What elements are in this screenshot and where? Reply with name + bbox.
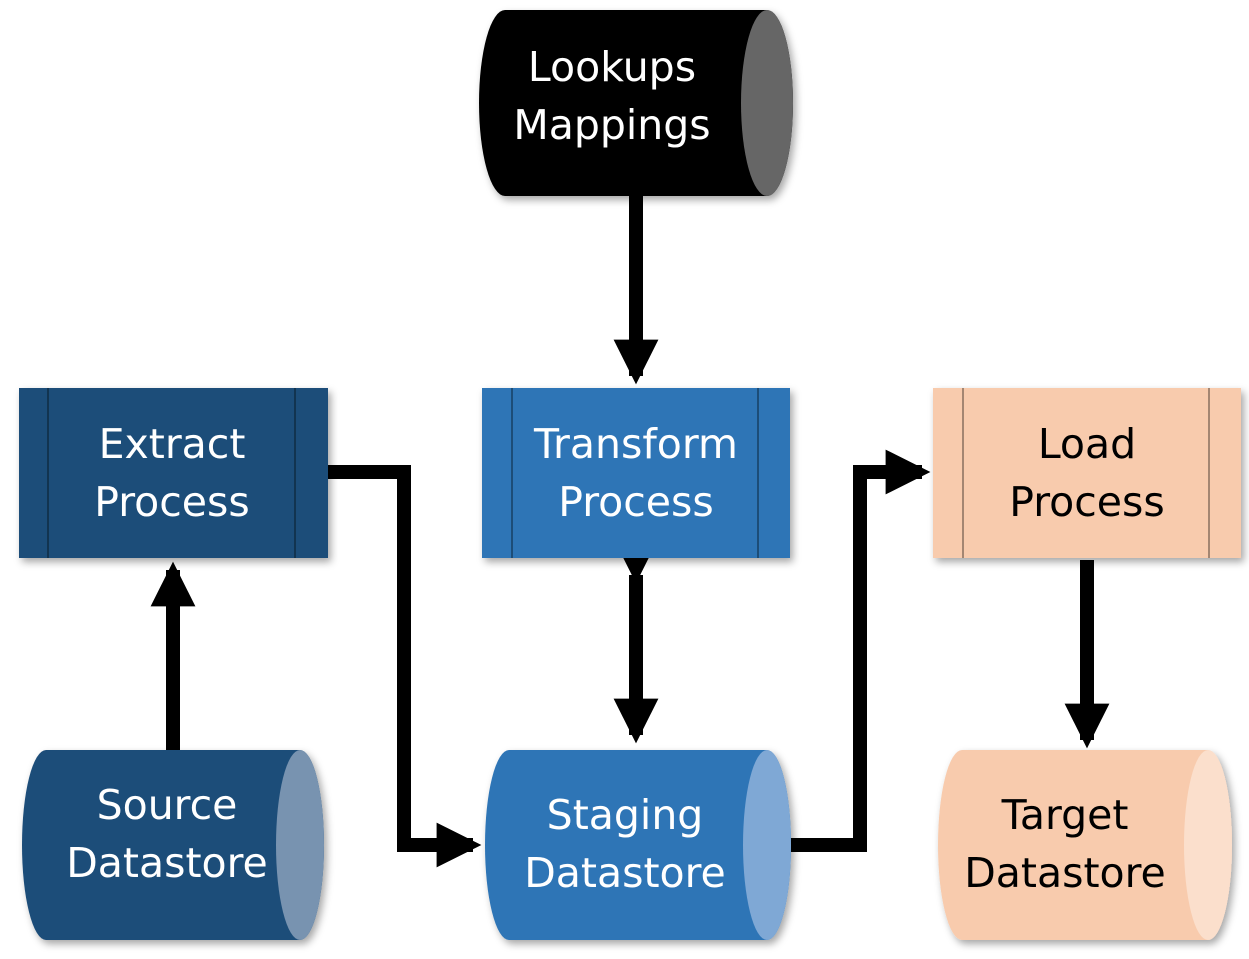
lookups-datastore [479,10,793,196]
source-body [22,750,324,940]
staging-datastore [485,750,791,940]
arrow-extract-to-staging [328,465,482,868]
lookups-label-line2: Mappings [513,101,710,149]
arrow-staging-to-load [790,449,931,852]
staging-end-cap [743,750,791,940]
extract-process [19,388,328,558]
transform-label-line1: Transform [533,420,738,468]
staging-label-line1: Staging [547,791,704,839]
staging-body [485,750,791,940]
staging-label-line2: Datastore [524,849,726,897]
source-datastore [22,750,324,940]
load-label-line1: Load [1038,420,1136,468]
target-datastore [938,750,1232,940]
transform-process [482,388,790,558]
source-label-line2: Datastore [66,839,268,887]
lookups-end-cap [741,10,793,196]
load-label-line2: Process [1009,478,1165,526]
source-end-cap [276,750,324,940]
lookups-label-line1: Lookups [528,43,696,91]
transform-label-line2: Process [558,478,714,526]
target-end-cap [1184,750,1232,940]
extract-label-line2: Process [94,478,250,526]
lookups-body [479,10,793,196]
transform-process-box [482,388,790,558]
load-process [933,388,1241,558]
source-label-line1: Source [97,781,238,829]
extract-label-line1: Extract [99,420,246,468]
extract-process-box [19,388,328,558]
target-body [938,750,1232,940]
load-process-box [933,388,1241,558]
connectors [150,196,1110,868]
target-label-line1: Target [1001,791,1129,839]
target-label-line2: Datastore [964,849,1166,897]
